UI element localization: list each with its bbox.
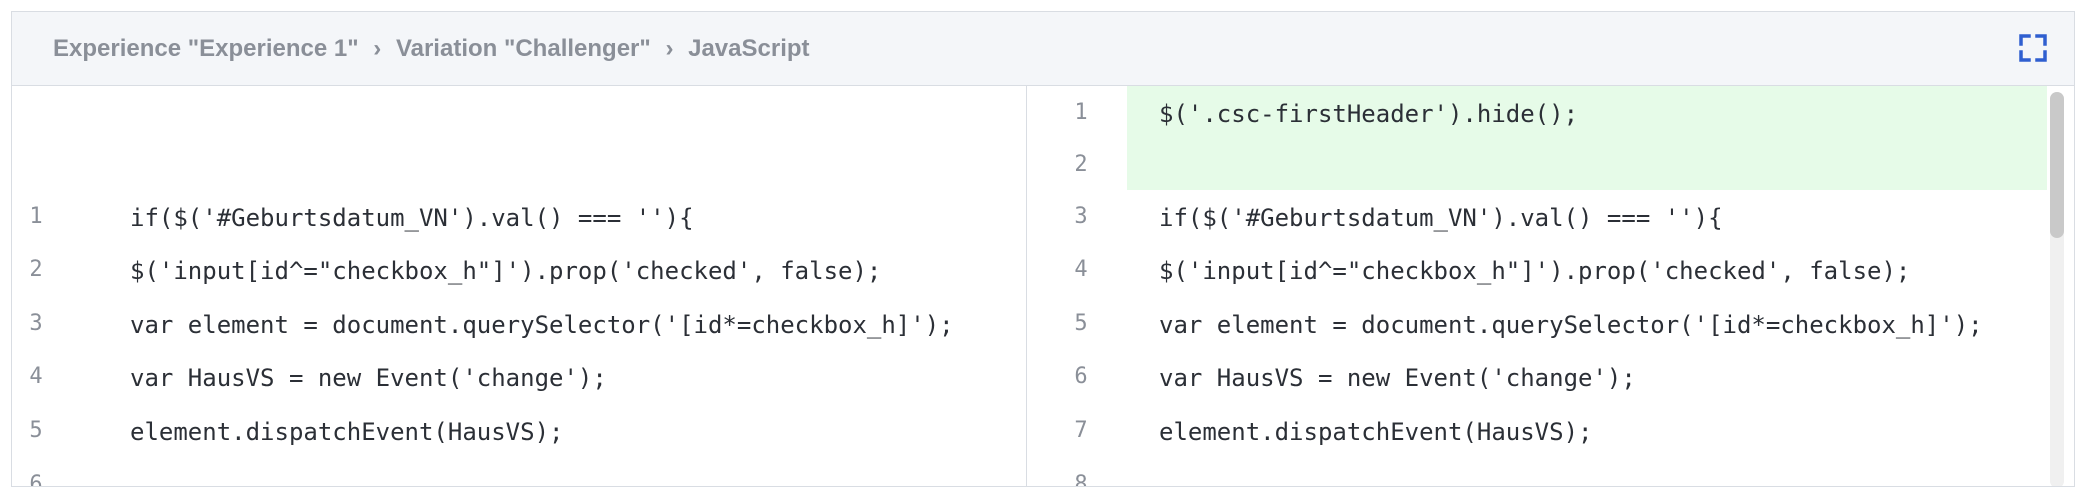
line-number: 4 [1074, 257, 1088, 282]
code-text: if($('#Geburtsdatum_VN').val() === ''){ [1159, 204, 1723, 232]
diff-panel: Experience "Experience 1" › Variation "C… [11, 11, 2075, 487]
code-line: 1 $('.csc-firstHeader').hide(); [1027, 86, 2074, 138]
expand-button[interactable] [2018, 33, 2048, 63]
breadcrumb-javascript: JavaScript [688, 35, 810, 62]
line-number: 7 [1074, 418, 1088, 443]
vertical-scrollbar[interactable] [2050, 92, 2064, 486]
code-line: 4 $('input[id^="checkbox_h"]').prop('che… [1027, 243, 2074, 295]
line-number: 6 [29, 472, 43, 487]
line-number: 3 [29, 311, 43, 336]
expand-icon [2019, 34, 2047, 62]
modified-code-pane[interactable]: 1 $('.csc-firstHeader').hide(); 2 3 if($… [1027, 86, 2074, 487]
line-number: 1 [29, 204, 43, 229]
breadcrumb-separator: › [665, 35, 674, 62]
diff-header: Experience "Experience 1" › Variation "C… [12, 12, 2074, 86]
code-text: var HausVS = new Event('change'); [130, 364, 607, 392]
line-number: 4 [29, 364, 43, 389]
breadcrumb: Experience "Experience 1" › Variation "C… [53, 12, 810, 86]
scrollbar-thumb[interactable] [2050, 92, 2064, 238]
line-number: 3 [1074, 204, 1088, 229]
code-text: $('.csc-firstHeader').hide(); [1159, 100, 1579, 128]
line-number: 2 [1074, 152, 1088, 177]
code-line: 2 $('input[id^="checkbox_h"]').prop('che… [12, 243, 1026, 295]
code-line: 4 var HausVS = new Event('change'); [12, 350, 1026, 402]
code-line: 6 [12, 458, 1026, 487]
code-text: $('input[id^="checkbox_h"]').prop('check… [130, 257, 882, 285]
code-line: 5 element.dispatchEvent(HausVS); [12, 404, 1026, 456]
code-text: var element = document.querySelector('[i… [130, 311, 954, 339]
line-number: 5 [29, 418, 43, 443]
line-number: 1 [1074, 100, 1088, 125]
breadcrumb-variation: Variation "Challenger" [395, 35, 651, 62]
line-number: 6 [1074, 364, 1088, 389]
breadcrumb-separator: › [373, 35, 382, 62]
code-text: var element = document.querySelector('[i… [1159, 311, 1983, 339]
code-line: 3 var element = document.querySelector('… [12, 297, 1026, 349]
code-line: 1 if($('#Geburtsdatum_VN').val() === '')… [12, 190, 1026, 242]
code-line [12, 138, 1026, 190]
original-code-pane[interactable]: 1 if($('#Geburtsdatum_VN').val() === '')… [12, 86, 1027, 487]
breadcrumb-experience: Experience "Experience 1" [53, 35, 359, 62]
code-line: 2 [1027, 138, 2074, 190]
code-text: element.dispatchEvent(HausVS); [1159, 418, 1593, 446]
code-text: var HausVS = new Event('change'); [1159, 364, 1636, 392]
added-lines-highlight [1127, 86, 2047, 190]
line-number: 5 [1074, 311, 1088, 336]
code-line: 6 var HausVS = new Event('change'); [1027, 350, 2074, 402]
code-text: $('input[id^="checkbox_h"]').prop('check… [1159, 257, 1911, 285]
code-line: 8 [1027, 458, 2074, 487]
code-text: element.dispatchEvent(HausVS); [130, 418, 564, 446]
code-line: 3 if($('#Geburtsdatum_VN').val() === '')… [1027, 190, 2074, 242]
code-line [12, 86, 1026, 138]
code-line: 5 var element = document.querySelector('… [1027, 297, 2074, 349]
code-text: if($('#Geburtsdatum_VN').val() === ''){ [130, 204, 694, 232]
code-line: 7 element.dispatchEvent(HausVS); [1027, 404, 2074, 456]
line-number: 2 [29, 257, 43, 282]
line-number: 8 [1074, 472, 1088, 487]
